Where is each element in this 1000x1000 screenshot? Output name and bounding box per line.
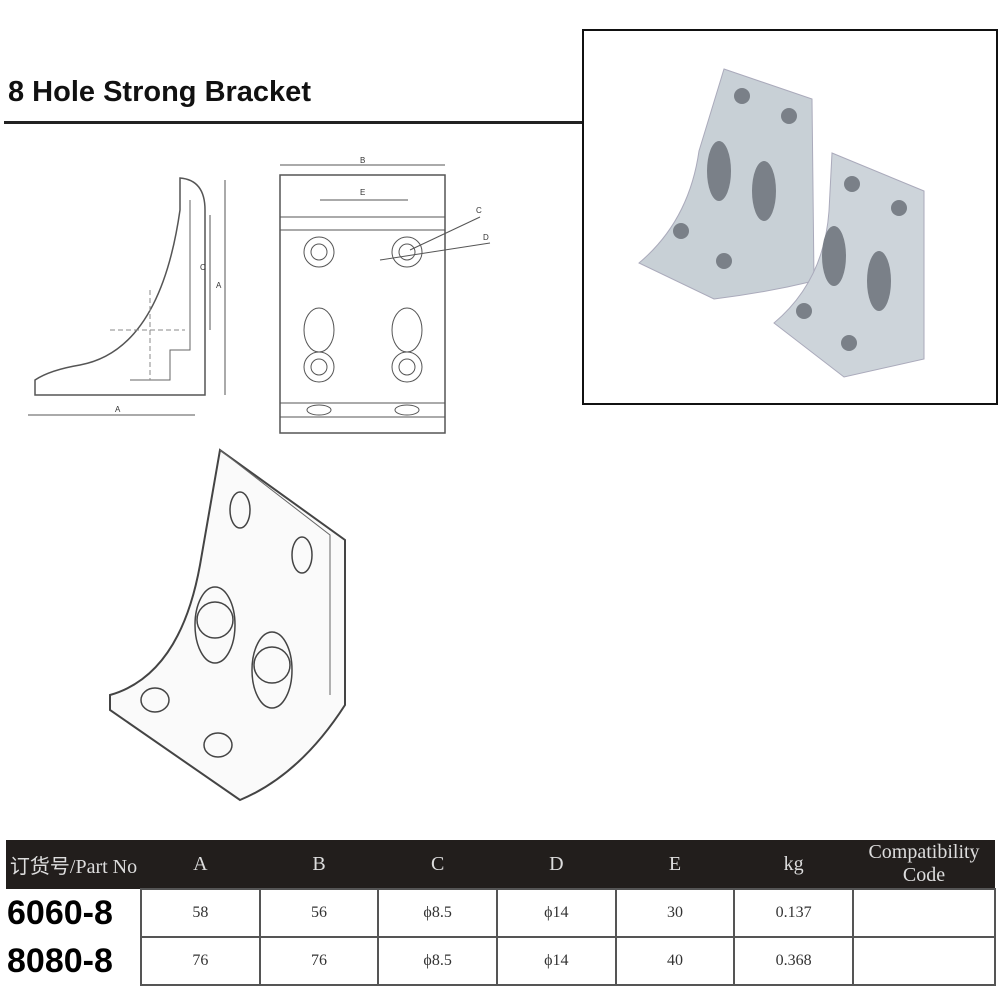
b-cell: 76 [258,936,380,986]
header-a: A [141,840,260,889]
side-a-bottom-label: A [115,405,121,414]
kg-cell: 0.368 [733,936,854,986]
table-row: 8080-8 76 76 ϕ8.5 ϕ14 40 0.368 [6,936,996,986]
kg-cell: 0.137 [733,888,854,938]
code-cell [852,936,996,986]
header-part-no: 订货号/Part No [6,840,141,889]
table-header-row: 订货号/Part No A B C D E kg Compatibility C… [6,840,995,889]
part-no-cell: 8080-8 [7,941,113,980]
b-cell: 56 [258,888,380,938]
header-e: E [615,840,735,889]
header-c: C [378,840,497,889]
table-row: 6060-8 58 56 ϕ8.5 ϕ14 30 0.137 [6,888,996,938]
front-e-label: E [360,188,365,197]
isometric-bracket-drawing [109,448,346,802]
front-d-label: D [483,233,489,242]
header-d: D [496,840,616,889]
d-cell: ϕ14 [495,936,617,986]
side-a-vertical-label: A [216,281,222,290]
header-compatibility-code: Compatibility Code [853,840,995,889]
title-divider [4,121,584,124]
side-c-label: C [200,263,206,272]
c-cell: ϕ8.5 [377,936,498,986]
front-view-drawing: B E C D [279,156,491,434]
product-photo [582,29,998,405]
header-b: B [259,840,379,889]
c-cell: ϕ8.5 [377,888,498,938]
front-c-label: C [476,206,482,215]
e-cell: 40 [614,936,736,986]
a-cell: 76 [140,936,261,986]
e-cell: 30 [614,888,736,938]
d-cell: ϕ14 [495,888,617,938]
part-no-cell: 6060-8 [7,893,113,932]
page-title: 8 Hole Strong Bracket [8,76,311,108]
code-cell [852,888,996,938]
spec-table: 订货号/Part No A B C D E kg Compatibility C… [6,840,996,986]
header-kg: kg [734,840,853,889]
front-b-label: B [360,156,365,165]
a-cell: 58 [140,888,261,938]
side-view-drawing: A A C [28,177,226,416]
